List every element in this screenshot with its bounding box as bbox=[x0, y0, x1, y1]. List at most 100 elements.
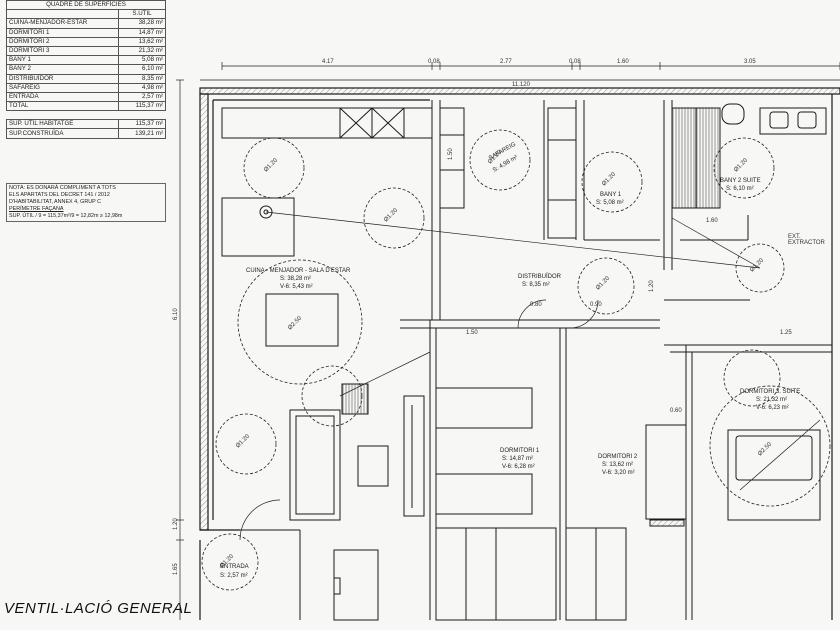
room-s-entrada: S: 2,57 m² bbox=[220, 573, 248, 579]
room-s-living: S: 38,28 m² bbox=[280, 276, 311, 282]
areas-table: QUADRE DE SUPERFÍCIES S.UTIL CUINA-MENJA… bbox=[6, 0, 166, 139]
room-v-dorm3: V-6: 6,23 m² bbox=[756, 405, 789, 411]
room-s-bany2: S: 6,10 m² bbox=[726, 186, 754, 192]
inner-dim-5: 1.25 bbox=[780, 330, 792, 336]
sup-value: 115,37 m² bbox=[118, 119, 166, 130]
top-dim-3: 2.77 bbox=[500, 59, 512, 65]
ventilation-lines bbox=[265, 211, 821, 491]
overall-dim: 11.120 bbox=[512, 82, 531, 88]
area-value: 13,62 m² bbox=[118, 36, 166, 47]
area-name: BANY 2 bbox=[6, 64, 119, 75]
turn-circle-dorm3 bbox=[709, 385, 831, 507]
door-swings bbox=[239, 299, 599, 541]
circle-label-9: Ø1.20 bbox=[749, 257, 765, 273]
sup-name: SUP. ÚTIL HABITATGE bbox=[6, 119, 119, 130]
room-s-dorm1: S: 14,87 m² bbox=[502, 456, 533, 462]
area-name: TOTAL bbox=[6, 101, 119, 112]
area-value: 4,98 m² bbox=[118, 82, 166, 93]
room-s-dorm2: S: 13,62 m² bbox=[602, 462, 633, 468]
circle-label-3: Ø1.20 bbox=[235, 433, 251, 449]
circle-label-7: Ø1.20 bbox=[733, 157, 749, 173]
turn-circle-living bbox=[301, 365, 363, 427]
inner-dim-6: 0.60 bbox=[670, 408, 682, 414]
area-name: DORMITORI 1 bbox=[6, 27, 119, 38]
exterior-walls bbox=[199, 87, 840, 620]
turn-circle-entrada bbox=[201, 533, 259, 591]
turning-circles bbox=[201, 129, 831, 591]
decret-line: ELS APARTATS DEL DECRET 141 / 2012 bbox=[9, 192, 110, 198]
turn-circle-dorm3b bbox=[723, 349, 781, 407]
top-dimension-chain bbox=[200, 62, 840, 81]
inner-dim-7: 1.20 bbox=[649, 280, 655, 292]
area-value: 5,08 m² bbox=[118, 55, 166, 66]
area-value: 14,87 m² bbox=[118, 27, 166, 38]
side-dim-2: 1.20 bbox=[173, 518, 179, 530]
inner-dim-2: 1.50 bbox=[466, 330, 478, 336]
top-dim-4: 0.08 bbox=[569, 59, 581, 65]
area-value: 8,35 m² bbox=[118, 73, 166, 84]
top-dim-1: 4.17 bbox=[322, 59, 334, 65]
circle-label-2: Ø1.20 bbox=[383, 207, 399, 223]
room-name-bany1: BANY 1 bbox=[600, 192, 622, 198]
circle-label-1: Ø1.20 bbox=[263, 157, 279, 173]
room-name-bany2: BANY 2 SUITE bbox=[720, 178, 761, 184]
turn-circle-safareig bbox=[469, 129, 531, 191]
plan-caption: VENTIL·LACIÓ GENERAL bbox=[4, 600, 193, 617]
side-dim-3: 1.65 bbox=[173, 563, 179, 575]
turn-circle-kitchen bbox=[243, 137, 305, 199]
circle-label-6: Ø1.20 bbox=[601, 171, 617, 187]
inner-dim-1: 1.60 bbox=[706, 218, 718, 224]
left-dimension-chain bbox=[176, 79, 184, 620]
area-name: CUINA-MENJADOR-ESTAR bbox=[6, 18, 119, 29]
area-value: 6,10 m² bbox=[118, 64, 166, 75]
room-v-dorm2: V-6: 3,20 m² bbox=[602, 470, 635, 476]
side-dim-1: 6.10 bbox=[173, 308, 179, 320]
turn-circle-ext bbox=[735, 243, 785, 293]
room-s-dist: S: 8,35 m² bbox=[522, 282, 550, 288]
circle-label-10: Ø2.50 bbox=[287, 315, 303, 331]
area-name: BANY 1 bbox=[6, 55, 119, 66]
decret-line: D'HABITABILITAT, ANNEX 4, GRUP C bbox=[9, 199, 101, 205]
extract-note-1: EXT. bbox=[788, 234, 801, 240]
sup-value: 139,21 m² bbox=[118, 128, 166, 139]
turn-circle-bany1 bbox=[581, 151, 643, 213]
turn-circle-bany2 bbox=[713, 137, 775, 199]
room-name-living: CUINA - MENJADOR - SALA D'ESTAR bbox=[246, 268, 351, 274]
turn-circle-dist bbox=[577, 257, 635, 315]
room-name-entrada: ENTRADA bbox=[220, 564, 249, 570]
turn-circle-island bbox=[363, 187, 425, 249]
circle-label-11: Ø2.50 bbox=[757, 441, 773, 457]
area-value: 115,37 m² bbox=[118, 101, 166, 112]
area-name: DORMITORI 3 bbox=[6, 45, 119, 57]
top-dim-6: 3.05 bbox=[744, 59, 756, 65]
room-v-living: V-6: 5,43 m² bbox=[280, 284, 313, 290]
areas-col-blank bbox=[6, 9, 119, 20]
decret-line: NOTA: ES DONARÀ COMPLIMENT A TOTS bbox=[9, 185, 116, 191]
inner-dim-8: 1.50 bbox=[448, 148, 454, 160]
area-value: 21,32 m² bbox=[118, 45, 166, 57]
area-value: 38,28 m² bbox=[118, 18, 166, 29]
room-name-dorm3: DORMITORI 3. SUITE bbox=[740, 389, 800, 395]
caption-underline bbox=[4, 619, 164, 625]
interior-walls bbox=[221, 100, 832, 621]
room-name-dorm2: DORMITORI 2 bbox=[598, 454, 638, 460]
decret-line: PERÍMETRE FAÇANA bbox=[9, 206, 64, 212]
top-dim-2: 0.08 bbox=[428, 59, 440, 65]
inner-dim-4: 0.90 bbox=[590, 302, 602, 308]
room-name-dist: DISTRIBUÏDOR bbox=[518, 273, 562, 280]
area-name: DISTRIBUÏDOR bbox=[6, 73, 119, 84]
areas-table-title: QUADRE DE SUPERFÍCIES bbox=[6, 0, 166, 11]
room-s-bany1: S: 5,08 m² bbox=[596, 200, 624, 206]
